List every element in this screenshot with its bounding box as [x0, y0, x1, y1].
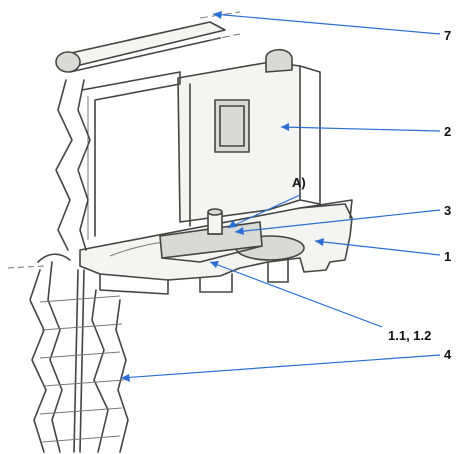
leader-3: [234, 209, 441, 233]
leader-lines: [120, 11, 441, 382]
leader-A: [227, 194, 301, 229]
callout-2: 2: [444, 124, 451, 139]
callout-3: 3: [444, 203, 451, 218]
callout-labels: 7 2 A) 3 1 1.1, 1.2 4: [292, 28, 452, 362]
back-plate: [177, 48, 321, 227]
leader-7: [212, 13, 441, 35]
wall-section: [7, 79, 129, 453]
callout-1: 1: [444, 249, 451, 264]
inner-frame: [81, 71, 181, 240]
leader-1-1-1-2: [209, 261, 383, 328]
callout-1-1-1-2: 1.1, 1.2: [388, 328, 431, 343]
arrowhead-3: [235, 227, 244, 235]
leader-1: [314, 240, 441, 256]
clamp-block: [159, 208, 263, 263]
arrowhead-2: [281, 123, 289, 131]
callout-a: A): [292, 175, 306, 190]
top-rail: [55, 11, 241, 73]
callout-7: 7: [444, 28, 451, 43]
leader-4: [120, 354, 441, 379]
callout-4: 4: [444, 347, 452, 362]
arrowhead-A: [228, 220, 237, 228]
leader-2: [280, 126, 441, 132]
arrowhead-4: [121, 374, 130, 382]
arrowhead-7: [213, 11, 222, 19]
arrowhead-1-1-1-2: [210, 261, 219, 268]
arrowhead-1: [315, 238, 324, 246]
